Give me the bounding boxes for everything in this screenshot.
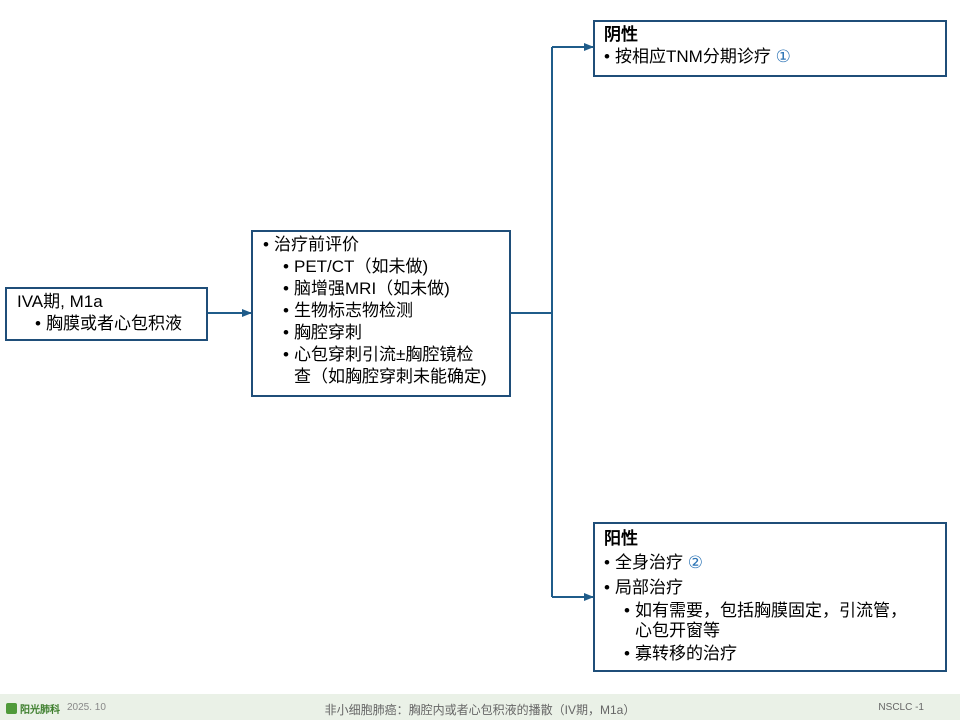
evaluation-box: 治疗前评价 PET/CT（如未做) 脑增强MRI（如未做) 生物标志物检测 胸腔… xyxy=(251,230,511,397)
eval-item-last-cont: 查（如胸腔穿刺未能确定) xyxy=(294,367,487,386)
logo-icon xyxy=(6,703,17,714)
logo-text: 阳光肺科 xyxy=(20,705,60,716)
stage-box: IVA期, M1a 胸膜或者心包积液 xyxy=(5,287,208,341)
footer-bar: 阳光肺科 2025. 10 非小细胞肺癌：胸腔内或者心包积液的播散（IV期，M1… xyxy=(0,694,960,720)
positive-subitem: 寡转移的治疗 xyxy=(624,643,945,665)
positive-item: 全身治疗 ② xyxy=(604,552,945,574)
eval-item-last: 心包穿刺引流±胸腔镜检 xyxy=(283,344,509,366)
positive-title: 阳性 xyxy=(604,529,638,548)
negative-item: 按相应TNM分期诊疗 ① xyxy=(604,46,945,68)
eval-item: 脑增强MRI（如未做) xyxy=(283,278,509,300)
page-label: NSCLC -1 xyxy=(878,702,924,713)
negative-box: 阴性 按相应TNM分期诊疗 ① xyxy=(593,20,947,77)
stage-item: 胸膜或者心包积液 xyxy=(35,313,206,335)
footer-title: 非小细胞肺癌：胸腔内或者心包积液的播散（IV期，M1a） xyxy=(324,703,636,717)
negative-item-text: 按相应TNM分期诊疗 xyxy=(615,47,771,66)
stage-title: IVA期, M1a xyxy=(17,292,103,311)
brand-logo: 阳光肺科 xyxy=(6,701,60,716)
positive-item-text: 全身治疗 xyxy=(615,553,683,572)
footer-date: 2025. 10 xyxy=(67,702,106,713)
eval-item: 生物标志物检测 xyxy=(283,300,509,322)
positive-ref-marker: ② xyxy=(687,553,703,572)
eval-item: PET/CT（如未做) xyxy=(283,256,509,278)
positive-item: 局部治疗 xyxy=(604,577,945,599)
positive-subitem-cont: 心包开窗等 xyxy=(635,621,720,640)
negative-title: 阴性 xyxy=(604,25,638,44)
positive-subitem: 如有需要，包括胸膜固定，引流管， xyxy=(624,600,945,622)
eval-header: 治疗前评价 xyxy=(263,234,509,256)
positive-box: 阳性 全身治疗 ② 局部治疗 如有需要，包括胸膜固定，引流管， 心包开窗等 寡转… xyxy=(593,522,947,672)
eval-item: 胸腔穿刺 xyxy=(283,322,509,344)
negative-ref-marker: ① xyxy=(775,47,791,66)
